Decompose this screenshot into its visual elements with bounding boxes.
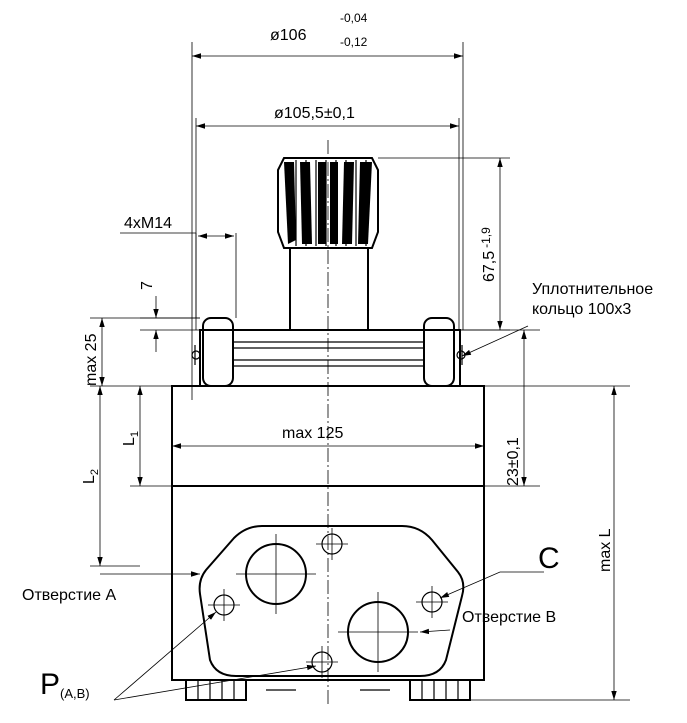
dim-shaft-length-tol: -1,9	[479, 227, 493, 248]
label-port-a: Отверстие A	[22, 587, 117, 604]
dim-l1: L1	[121, 431, 141, 446]
port-plate	[198, 525, 465, 677]
dim-body-width: max 125	[282, 425, 343, 442]
ports	[208, 528, 448, 678]
dim-l2: L2	[81, 469, 101, 484]
dim-ref-23: 23±0,1	[505, 437, 522, 486]
motor-outline	[171, 140, 485, 705]
label-port-p: P(A,B)	[40, 668, 90, 701]
dim-shaft-length: 67,5-1,9	[479, 227, 498, 282]
label-port-p-sub: (A,B)	[60, 686, 90, 701]
dimension-labels: ø106 -0,04 -0,12 ø105,5±0,1 4xM14 7 max …	[81, 11, 614, 572]
mounting-flange	[191, 317, 466, 387]
label-seal-ring-line2: кольцо 100х3	[532, 301, 631, 318]
dimension-lines	[90, 42, 630, 701]
callout-labels: Уплотнительное кольцо 100х3 Отверстие A …	[22, 281, 653, 701]
dim-pilot-diameter: ø105,5±0,1	[274, 105, 355, 122]
label-port-b: Отверстие B	[462, 609, 556, 626]
dim-outer-diameter-tol-upper: -0,04	[340, 11, 368, 25]
bottom-feet	[185, 680, 471, 701]
dim-total-length: max L	[597, 528, 614, 572]
dim-outer-diameter-tol-lower: -0,12	[340, 35, 368, 49]
dim-thread: 4xM14	[124, 215, 172, 232]
dim-l1-sub: 1	[129, 431, 141, 437]
shaft-spline	[277, 157, 379, 249]
dim-outer-diameter: ø106	[270, 27, 307, 44]
shaft-body	[289, 248, 369, 330]
dim-thread-depth: 7	[139, 281, 156, 290]
dim-flange-height: max 25	[83, 333, 100, 386]
label-seal-ring-line1: Уплотнительное	[532, 281, 653, 298]
dim-l2-sub: 2	[89, 469, 101, 475]
label-port-c: C	[538, 542, 560, 575]
